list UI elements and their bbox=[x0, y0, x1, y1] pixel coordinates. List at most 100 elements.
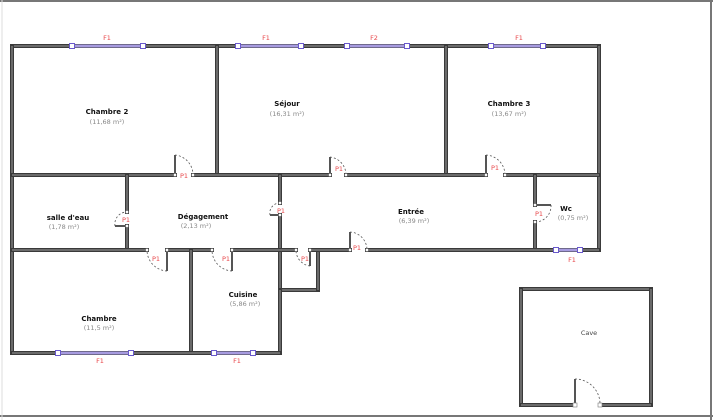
door-jamb bbox=[294, 248, 298, 252]
door-jamb bbox=[503, 173, 507, 177]
door[interactable]: P1 bbox=[533, 203, 552, 224]
room-name-cuisine: Cuisine bbox=[229, 291, 258, 299]
window-label: F1 bbox=[515, 34, 523, 42]
window-handle[interactable] bbox=[298, 43, 304, 49]
room-name-entree: Entrée bbox=[398, 208, 424, 216]
door-jamb bbox=[125, 210, 129, 214]
room-name-salle-d-eau: salle d'eau bbox=[47, 214, 89, 222]
door-swing-arc bbox=[574, 378, 601, 406]
window-handle[interactable] bbox=[488, 43, 494, 49]
door-hinge bbox=[348, 248, 352, 252]
door-hinge bbox=[484, 173, 488, 177]
window: F1 bbox=[553, 247, 583, 264]
window-handle[interactable] bbox=[235, 43, 241, 49]
room-area-chambre-2: (11,68 m²) bbox=[90, 118, 125, 126]
door-label: P1 bbox=[301, 255, 309, 263]
door[interactable]: P1 bbox=[114, 210, 130, 228]
window: F1 bbox=[235, 34, 304, 49]
window: F2 bbox=[344, 34, 410, 49]
room-area-cuisine: (5,86 m²) bbox=[230, 300, 261, 308]
window-handle[interactable] bbox=[128, 350, 134, 356]
room-area-wc: (0,75 m²) bbox=[558, 214, 589, 222]
room-area-chambre-3: (13,67 m²) bbox=[492, 110, 527, 118]
door-hinge bbox=[278, 213, 282, 217]
walls bbox=[10, 44, 653, 407]
door-label: P1 bbox=[277, 207, 285, 215]
window-label: F1 bbox=[262, 34, 270, 42]
door-jamb bbox=[278, 201, 282, 205]
door-jamb bbox=[145, 248, 149, 252]
door-label: P1 bbox=[152, 255, 160, 263]
window-handle[interactable] bbox=[553, 247, 559, 253]
door[interactable]: P1 bbox=[484, 154, 507, 177]
room-name-degagement: Dégagement bbox=[178, 213, 229, 221]
window-handle[interactable] bbox=[404, 43, 410, 49]
window-handle[interactable] bbox=[211, 350, 217, 356]
door[interactable]: P1 bbox=[348, 231, 369, 252]
room-area-entree: (6,39 m²) bbox=[399, 217, 430, 225]
room-name-chambre-2: Chambre 2 bbox=[86, 108, 129, 116]
room-area-chambre: (11,5 m²) bbox=[84, 324, 115, 332]
window-label: F1 bbox=[568, 256, 576, 264]
window-label: F1 bbox=[103, 34, 111, 42]
window: F1 bbox=[488, 34, 546, 49]
room-area-degagement: (2,13 m²) bbox=[181, 222, 212, 230]
door[interactable]: P1 bbox=[294, 248, 312, 267]
door-label: P1 bbox=[353, 244, 361, 252]
door-label: P1 bbox=[180, 172, 188, 180]
door-label: P1 bbox=[535, 210, 543, 218]
room-area-salle-d-eau: (1,78 m²) bbox=[49, 223, 80, 231]
door-cave[interactable] bbox=[572, 378, 603, 408]
room-name-sejour: Séjour bbox=[274, 100, 300, 108]
window: F1 bbox=[69, 34, 146, 49]
door-label: P1 bbox=[222, 255, 230, 263]
door-swing-arc bbox=[349, 231, 368, 251]
window-label: F1 bbox=[96, 357, 104, 365]
door-hinge bbox=[572, 402, 578, 408]
door[interactable]: P1 bbox=[173, 154, 195, 180]
door-jamb bbox=[597, 402, 603, 408]
window-handle[interactable] bbox=[540, 43, 546, 49]
door[interactable]: P1 bbox=[328, 156, 348, 177]
door-label: P1 bbox=[122, 216, 130, 224]
door-jamb bbox=[191, 173, 195, 177]
room-name-chambre-3: Chambre 3 bbox=[488, 100, 531, 108]
window-handle[interactable] bbox=[250, 350, 256, 356]
window-handle[interactable] bbox=[55, 350, 61, 356]
window-handle[interactable] bbox=[577, 247, 583, 253]
door-swing-arc bbox=[534, 204, 552, 223]
room-name-chambre: Chambre bbox=[81, 315, 117, 323]
door-jamb bbox=[344, 173, 348, 177]
window-label: F1 bbox=[233, 357, 241, 365]
door-hinge bbox=[533, 203, 537, 207]
door-swing-arc bbox=[114, 211, 128, 227]
window-handle[interactable] bbox=[140, 43, 146, 49]
door[interactable]: P1 bbox=[269, 201, 285, 217]
door-hinge bbox=[328, 173, 332, 177]
door-jamb bbox=[210, 248, 214, 252]
window-handle[interactable] bbox=[344, 43, 350, 49]
door-swing-arc bbox=[146, 249, 168, 272]
door-swing-arc bbox=[329, 156, 347, 176]
window: F1 bbox=[55, 350, 134, 365]
door-hinge bbox=[173, 173, 177, 177]
door[interactable]: P1 bbox=[145, 248, 169, 272]
door-label: P1 bbox=[491, 164, 499, 172]
window-handle[interactable] bbox=[69, 43, 75, 49]
door-swing-arc bbox=[211, 249, 233, 272]
door-hinge bbox=[230, 248, 234, 252]
door-jamb bbox=[365, 248, 369, 252]
door-hinge bbox=[125, 224, 129, 228]
room-area-sejour: (16,31 m²) bbox=[270, 110, 305, 118]
window: F1 bbox=[211, 350, 256, 365]
door[interactable]: P1 bbox=[210, 248, 234, 272]
door-label: P1 bbox=[335, 165, 343, 173]
room-name-cave: Cave bbox=[581, 329, 597, 337]
door-hinge bbox=[165, 248, 169, 252]
window-label: F2 bbox=[370, 34, 378, 42]
room-labels: Chambre 2 (11,68 m²) Séjour (16,31 m²) C… bbox=[47, 100, 597, 337]
